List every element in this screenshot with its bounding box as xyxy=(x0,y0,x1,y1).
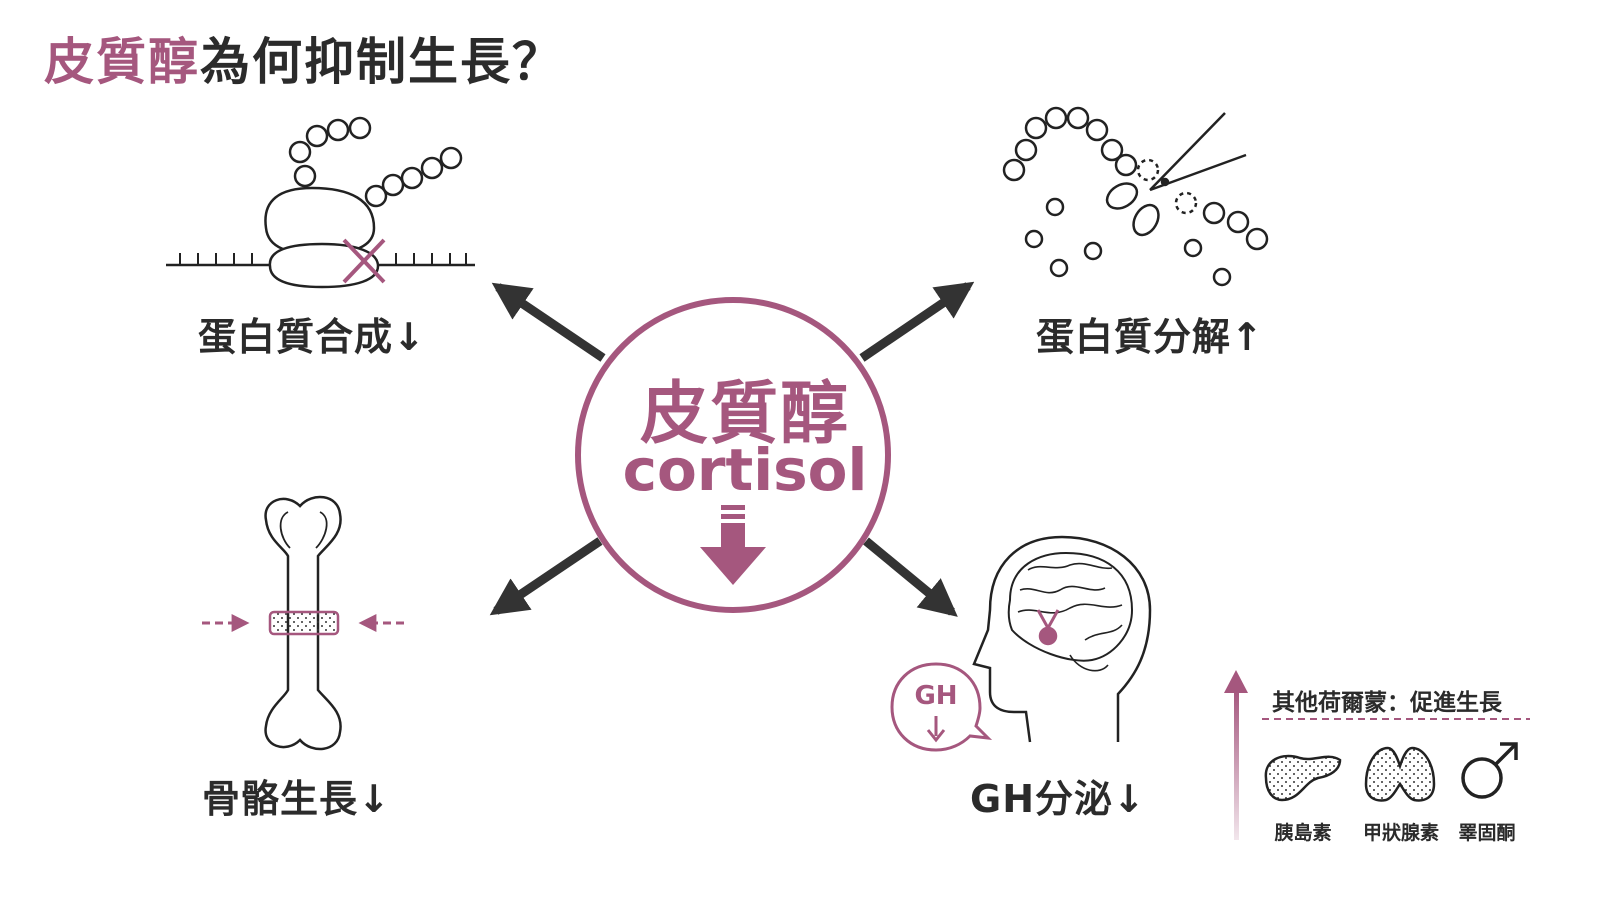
arrow-to-bone-growth xyxy=(489,537,603,616)
arrow-to-protein-breakdown xyxy=(859,281,975,362)
legend-item-insulin: 胰島素 xyxy=(1274,822,1332,844)
legend xyxy=(1224,670,1530,840)
center-name-en: cortisol xyxy=(622,436,868,504)
gh-speech-bubble xyxy=(890,662,993,752)
legend-item-testosterone: 睪固酮 xyxy=(1458,822,1516,844)
page-title: 皮質醇為何抑制生長？ xyxy=(44,22,564,94)
male-symbol-icon xyxy=(1461,742,1518,799)
label-bone-growth: 骨骼生長↓ xyxy=(202,777,391,821)
scissors-cutting-protein-icon xyxy=(1002,106,1269,287)
decrease-arrow-icon xyxy=(700,505,766,585)
increase-arrow-icon xyxy=(1224,670,1248,693)
label-protein-synthesis: 蛋白質合成↓ xyxy=(198,315,426,359)
title-accent: 皮質醇 xyxy=(44,33,200,91)
legend-title: 其他荷爾蒙：促進生長 xyxy=(1272,690,1502,716)
center-name-zh: 皮質醇 xyxy=(639,375,850,454)
legend-item-thyroxine: 甲狀腺素 xyxy=(1362,822,1439,844)
arrow-to-protein-synthesis xyxy=(491,282,606,362)
label-gh-secretion: GH分泌↓ xyxy=(970,777,1146,821)
legend-arrow-shaft xyxy=(1234,690,1239,840)
arrow-to-gh-secretion xyxy=(863,537,958,617)
thyroid-icon xyxy=(1364,746,1436,802)
cortisol-circle xyxy=(575,297,891,613)
pancreas-icon xyxy=(1264,754,1342,802)
label-protein-breakdown: 蛋白質分解↑ xyxy=(1036,315,1264,359)
title-rest: 為何抑制生長？ xyxy=(200,33,564,91)
brain-pituitary-icon xyxy=(972,535,1152,743)
gh-bubble-text: GH xyxy=(914,681,958,711)
ribosome-blocked-icon xyxy=(166,116,475,289)
bone-growth-plate-icon xyxy=(264,495,342,751)
